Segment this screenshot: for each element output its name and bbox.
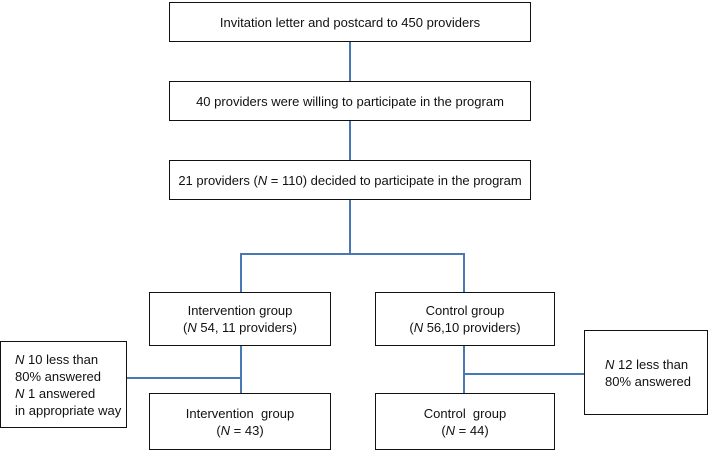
connector-split-horizontal [240, 253, 464, 255]
intervention-end-count: (N = 43) [216, 422, 264, 438]
invitation-text: Invitation letter and postcard to 450 pr… [219, 14, 481, 30]
invitation-box: Invitation letter and postcard to 450 pr… [169, 2, 531, 42]
control-end-count: (N = 44) [441, 422, 489, 438]
control-end-box: Control group (N = 44) [375, 393, 555, 450]
intervention-exclusion-line4: in appropriate way [15, 402, 122, 418]
connector-invitation-willing [349, 42, 351, 82]
connector-split-control [463, 253, 465, 293]
willing-box: 40 providers were willing to participate… [169, 81, 531, 121]
intervention-end-box: Intervention group (N = 43) [149, 393, 331, 450]
intervention-exclusion-line3: N 1 answered [15, 385, 96, 401]
connector-split-intervention [240, 253, 242, 293]
intervention-start-title: Intervention group [187, 303, 293, 318]
decided-box: 21 providers (N = 110) decided to partic… [169, 160, 531, 200]
control-start-count: (N 56,10 providers) [409, 320, 521, 335]
control-exclusion-line2: 80% answered [605, 373, 691, 389]
connector-intervention-exclusion [126, 377, 241, 379]
willing-text: 40 providers were willing to participate… [196, 93, 504, 109]
connector-decided-split [349, 199, 351, 254]
decided-text: 21 providers (N = 110) decided to partic… [178, 172, 522, 188]
intervention-exclusion-line2: 80% answered [15, 368, 101, 384]
control-exclusion-box: N 12 less than 80% answered [584, 330, 708, 415]
intervention-end-title: Intervention group [185, 405, 295, 421]
connector-willing-decided [349, 121, 351, 160]
control-start-box: Control group (N 56,10 providers) [375, 292, 555, 346]
control-end-title: Control group [423, 405, 507, 421]
connector-control-exclusion [463, 373, 585, 375]
intervention-start-box: Intervention group (N 54, 11 providers) [149, 292, 331, 346]
connector-intervention-down [240, 346, 242, 394]
intervention-exclusion-line1: N 10 less than [15, 351, 99, 367]
connector-control-down [463, 346, 465, 394]
control-exclusion-line1: N 12 less than [605, 356, 689, 372]
control-start-title: Control group [425, 303, 505, 318]
intervention-start-count: (N 54, 11 providers) [183, 320, 297, 335]
intervention-exclusion-box: N 10 less than 80% answered N 1 answered… [0, 341, 127, 428]
